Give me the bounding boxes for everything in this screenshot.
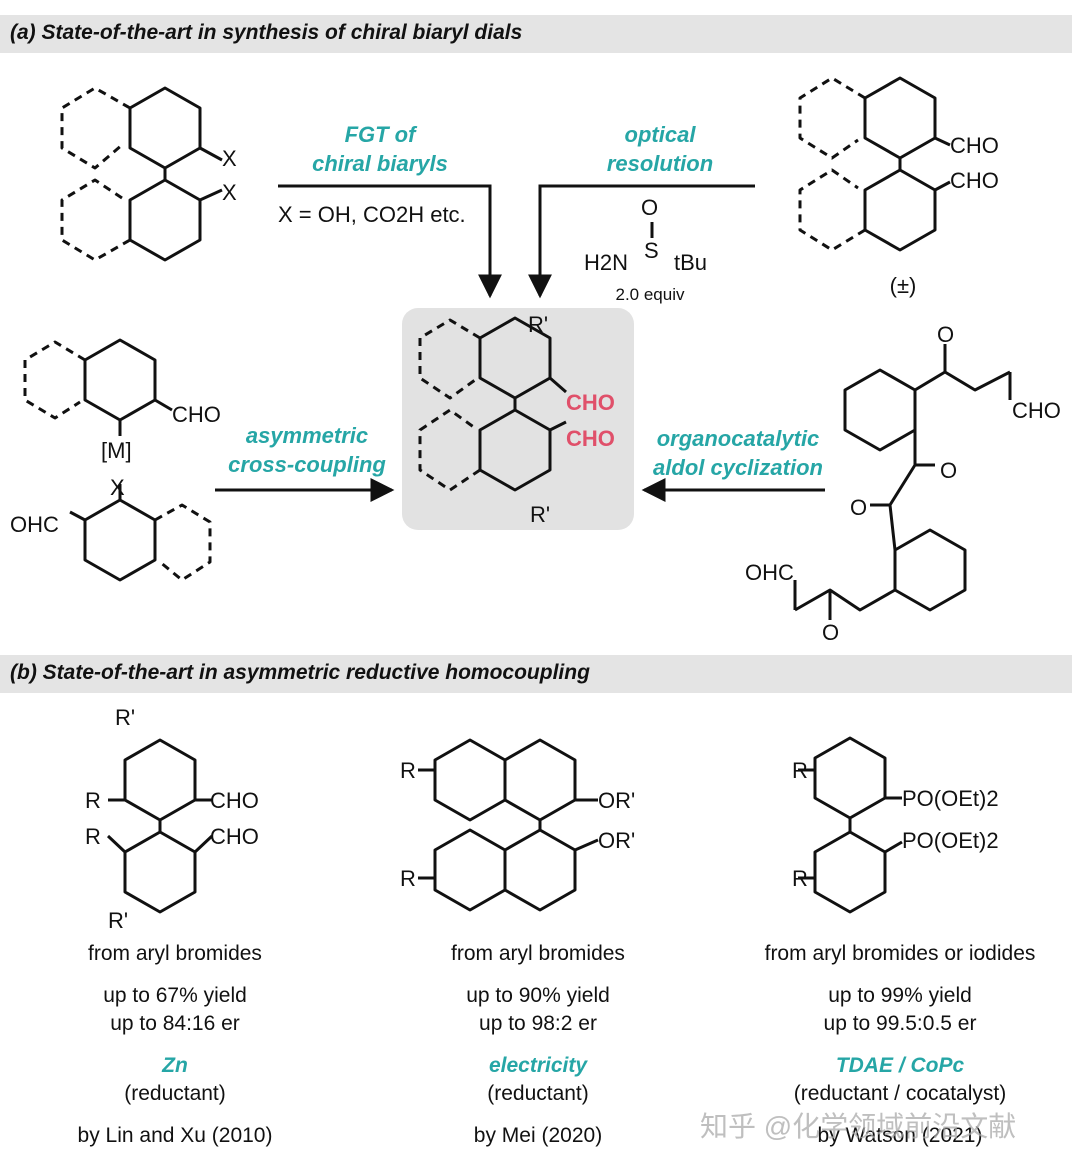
example-1-er: up to 84:16 er <box>110 1012 240 1035</box>
example-1-caption: from aryl bromides up to 67% yield up to… <box>5 940 345 1150</box>
cho-label-racemic-2: CHO <box>950 168 999 193</box>
racemic-dialdehyde-structure <box>798 76 951 252</box>
section-b-banner: (b) State-of-the-art in asymmetric reduc… <box>0 655 1072 693</box>
fgt-condition: X = OH, CO2H etc. <box>278 202 466 227</box>
ex2-r-1: R <box>400 758 416 783</box>
example-3-reagent: TDAE / CoPc <box>835 1054 965 1077</box>
resolution-label-line2: resolution <box>607 151 713 176</box>
example-2-source: from aryl bromides <box>451 942 625 965</box>
ex2-r-2: R <box>400 866 416 891</box>
x-label-2: X <box>222 180 237 205</box>
example-1-reagent: Zn <box>162 1054 188 1077</box>
svg-text:tBu: tBu <box>674 250 707 275</box>
cross-coupling-label-line2: cross-coupling <box>228 452 386 477</box>
diketone-o-1: O <box>940 458 957 483</box>
ex1-r-prime-top: R' <box>115 705 135 730</box>
example-2-yield: up to 90% yield <box>466 984 610 1007</box>
ex3-r-1: R <box>792 758 808 783</box>
metal-label: [M] <box>101 438 132 463</box>
watermark: 知乎 @化学领域前沿文献 <box>700 1111 1017 1142</box>
aldol-label-line1: organocatalytic <box>657 426 820 451</box>
product-dialdehyde-structure <box>418 316 567 492</box>
ohc-label-partner: OHC <box>10 512 59 537</box>
svg-text:O: O <box>641 195 658 220</box>
ex1-r-prime-bottom: R' <box>108 908 128 933</box>
example-3-er: up to 99.5:0.5 er <box>823 1012 977 1035</box>
cho-label-partner: CHO <box>172 402 221 427</box>
resolution-arrow <box>528 184 755 299</box>
ex3-phosphonate-1: PO(OEt)2 <box>902 786 999 811</box>
example-3-role: (reductant / cocatalyst) <box>793 1082 1007 1105</box>
example-2-er: up to 98:2 er <box>479 1012 597 1035</box>
resolution-label-line1: optical <box>625 122 697 147</box>
aldol-label-line2: aldol cyclization <box>653 455 823 480</box>
example-3-yield: up to 99% yield <box>828 984 972 1007</box>
cho-label-aldol: CHO <box>1012 398 1061 423</box>
ex2-or-prime-1: OR' <box>598 788 635 813</box>
ex3-phosphonate-2: PO(OEt)2 <box>902 828 999 853</box>
example-2-reagent: electricity <box>488 1054 588 1077</box>
example-1-biaryl-structure <box>106 738 214 914</box>
example-1-credit: by Lin and Xu (2010) <box>77 1124 273 1147</box>
r-prime-top: R' <box>528 312 548 337</box>
chiral-biaryl-structure <box>60 86 223 262</box>
svg-text:S: S <box>644 238 659 263</box>
fgt-arrow <box>278 184 502 299</box>
aryl-halide-partner-structure <box>69 484 212 582</box>
example-1-source: from aryl bromides <box>88 942 262 965</box>
ketone-o-top: O <box>937 322 954 347</box>
example-3-credit: by Watson (2021) <box>817 1124 983 1147</box>
section-a-banner: (a) State-of-the-art in synthesis of chi… <box>0 15 1072 53</box>
section-a-title: (a) State-of-the-art in synthesis of chi… <box>10 21 523 44</box>
ketone-o-bottom: O <box>822 620 839 645</box>
example-1-role: (reductant) <box>124 1082 226 1105</box>
x-label-partner: X <box>110 475 125 500</box>
sulfinamide-reagent: O S H2N tBu 2.0 equiv <box>584 195 707 304</box>
ex1-r-1: R <box>85 788 101 813</box>
ex1-cho-2: CHO <box>210 824 259 849</box>
cho-highlight-1: CHO <box>566 390 615 415</box>
product-box <box>402 308 634 530</box>
diketone-o-2: O <box>850 495 867 520</box>
organometallic-partner-structure <box>23 338 173 436</box>
ex1-r-2: R <box>85 824 101 849</box>
svg-text:H2N: H2N <box>584 250 628 275</box>
aldol-precursor-structure <box>793 344 1012 620</box>
ex3-r-2: R <box>792 866 808 891</box>
ohc-label-aldol: OHC <box>745 560 794 585</box>
r-prime-bottom: R' <box>530 502 550 527</box>
section-b-title: (b) State-of-the-art in asymmetric reduc… <box>10 661 590 684</box>
example-2-credit: by Mei (2020) <box>473 1124 603 1147</box>
ex2-or-prime-2: OR' <box>598 828 635 853</box>
racemic-label: (±) <box>890 273 917 298</box>
cross-coupling-label-line1: asymmetric <box>246 423 368 448</box>
ex1-cho-1: CHO <box>210 788 259 813</box>
example-2-role: (reductant) <box>487 1082 589 1105</box>
fgt-label-line1: FGT of <box>345 122 419 147</box>
example-2-caption: from aryl bromides up to 90% yield up to… <box>368 940 708 1150</box>
example-2-binaphthyl-structure <box>418 738 599 912</box>
svg-text:2.0 equiv: 2.0 equiv <box>616 285 685 304</box>
cho-highlight-2: CHO <box>566 426 615 451</box>
fgt-label-line2: chiral biaryls <box>312 151 448 176</box>
x-label-1: X <box>222 146 237 171</box>
example-3-biaryl-phosphonate-structure <box>798 736 903 914</box>
example-3-source: from aryl bromides or iodides <box>764 942 1036 965</box>
example-1-yield: up to 67% yield <box>103 984 247 1007</box>
cho-label-racemic-1: CHO <box>950 133 999 158</box>
example-3-caption: from aryl bromides or iodides up to 99% … <box>730 940 1070 1150</box>
